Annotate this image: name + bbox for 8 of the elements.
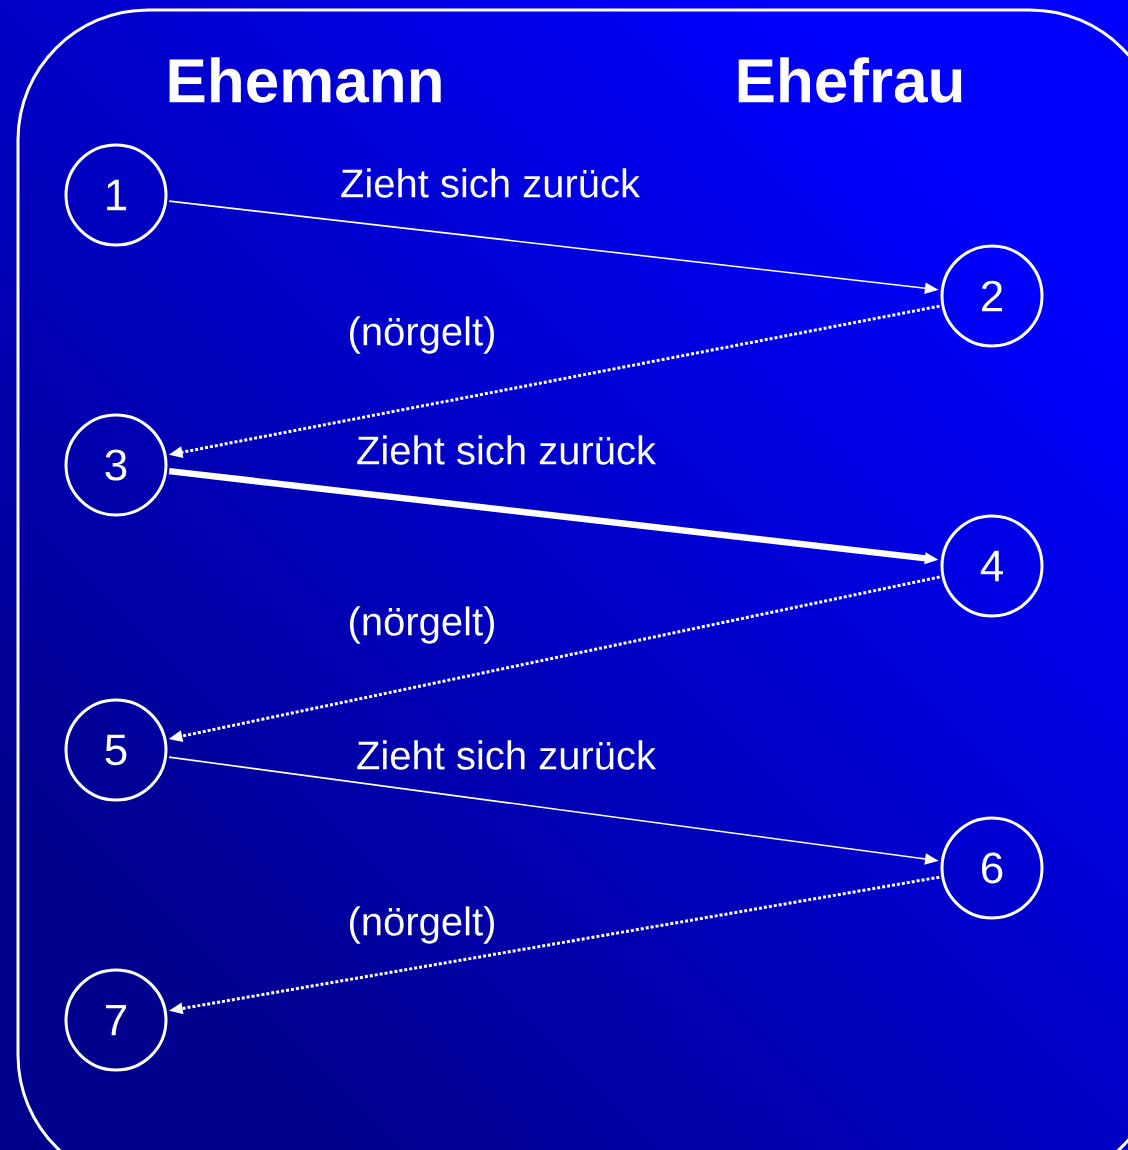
edge-label: (nörgelt) [350,316,494,354]
edge-label: (nörgelt) [350,906,494,944]
edge-label: Zieht sich zurück [357,435,657,465]
edge-label: Zieht sich zurück [341,168,641,198]
edge-label: (nörgelt) [350,606,494,644]
column-heading: Ehefrau [738,57,962,103]
edge-label: Zieht sich zurück [357,740,657,770]
column-heading: Ehemann [169,57,441,103]
